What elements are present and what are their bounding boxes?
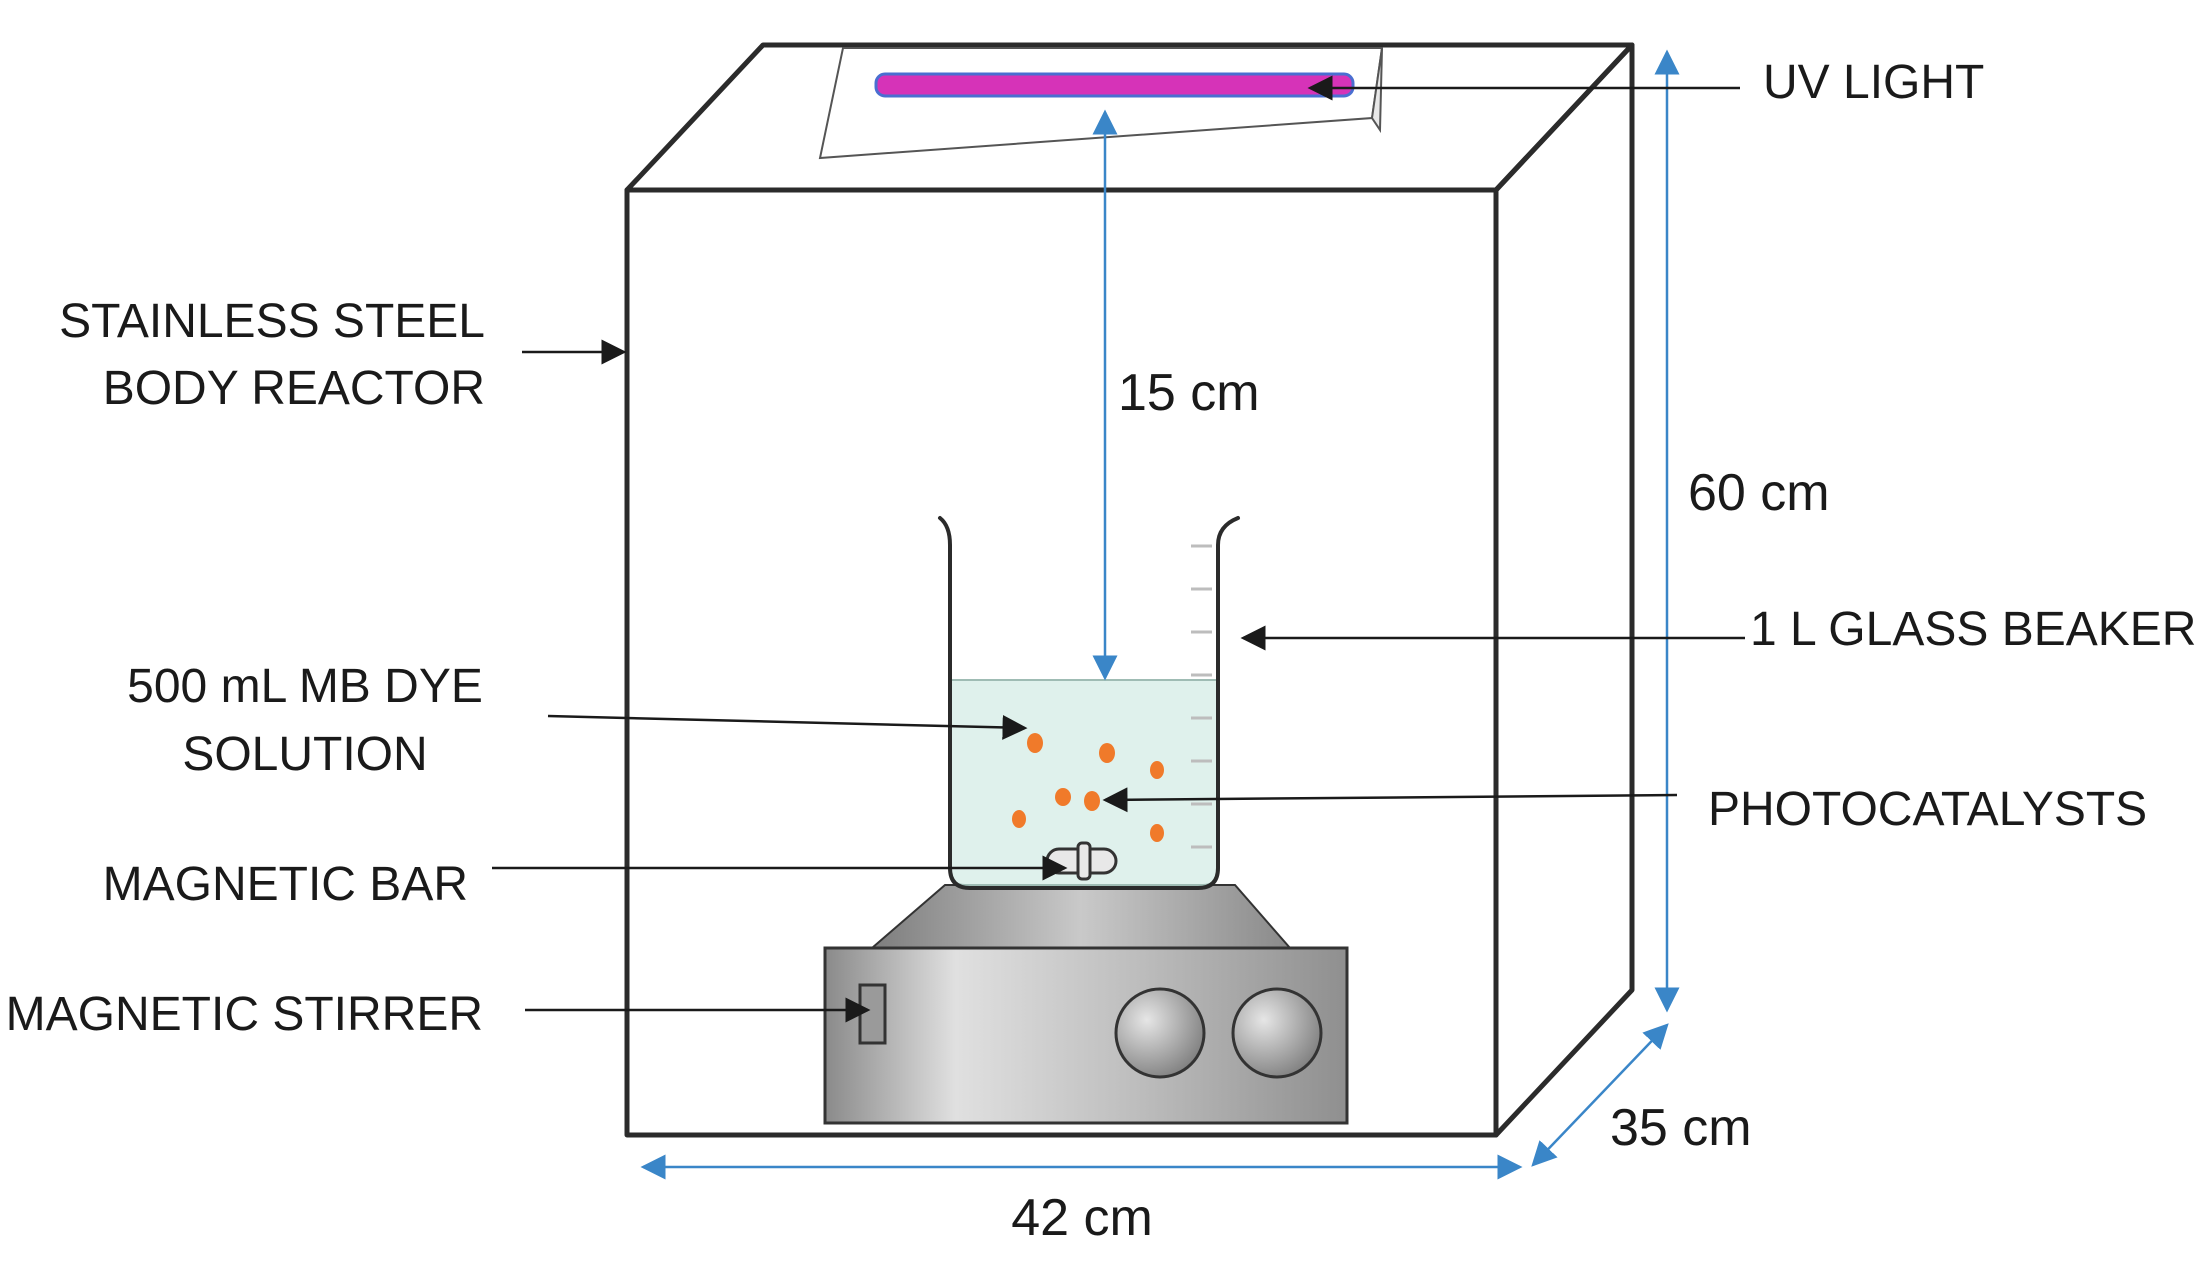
solution-leader xyxy=(547,714,1028,740)
dimension-lines xyxy=(640,49,1680,1180)
distance-dimension-label: 15 cm xyxy=(1118,364,1260,422)
stirrer-knob-right xyxy=(1231,987,1323,1079)
width-dimension-label: 42 cm xyxy=(1011,1189,1153,1247)
height-dimension-label: 60 cm xyxy=(1688,464,1830,522)
solution-label-line1: 500 mL MB DYE xyxy=(127,660,483,713)
stirrer-knob-left xyxy=(1114,987,1206,1079)
uv-tube xyxy=(874,72,1355,98)
reactor-side-face xyxy=(1493,42,1635,1138)
photocatalysts-label: PHOTOCATALYSTS xyxy=(1708,783,2147,836)
reactor-label-line2: BODY REACTOR xyxy=(103,362,485,415)
photocatalyst-particles xyxy=(1012,733,1164,842)
reactor-box xyxy=(624,42,1635,1138)
reactor-label-line1: STAINLESS STEEL xyxy=(59,295,485,348)
solution-label-line2: SOLUTION xyxy=(182,728,427,781)
beaker-label: 1 L GLASS BEAKER xyxy=(1750,603,2196,656)
beaker-graduations xyxy=(1191,544,1212,849)
photocatalysts-leader xyxy=(1102,787,1678,813)
lamp-panel xyxy=(818,47,1384,160)
leader-lines xyxy=(492,75,1745,1023)
magnetic-bar xyxy=(1045,841,1118,881)
magnetic-stirrer xyxy=(823,946,1349,1125)
stirrer-top-plate xyxy=(869,884,1293,949)
depth-dimension-label: 35 cm xyxy=(1610,1099,1752,1157)
glass-beaker xyxy=(938,516,1240,890)
uv-light-label: UV LIGHT xyxy=(1763,56,1984,109)
beaker-wall xyxy=(938,516,1240,890)
depth-dimension-line xyxy=(1531,1023,1669,1167)
magnetic-stirrer-label: MAGNETIC STIRRER xyxy=(6,988,483,1041)
uv-lamp xyxy=(818,47,1384,160)
magnetic-bar-label: MAGNETIC BAR xyxy=(103,858,468,911)
stirrer-switch xyxy=(858,983,887,1045)
